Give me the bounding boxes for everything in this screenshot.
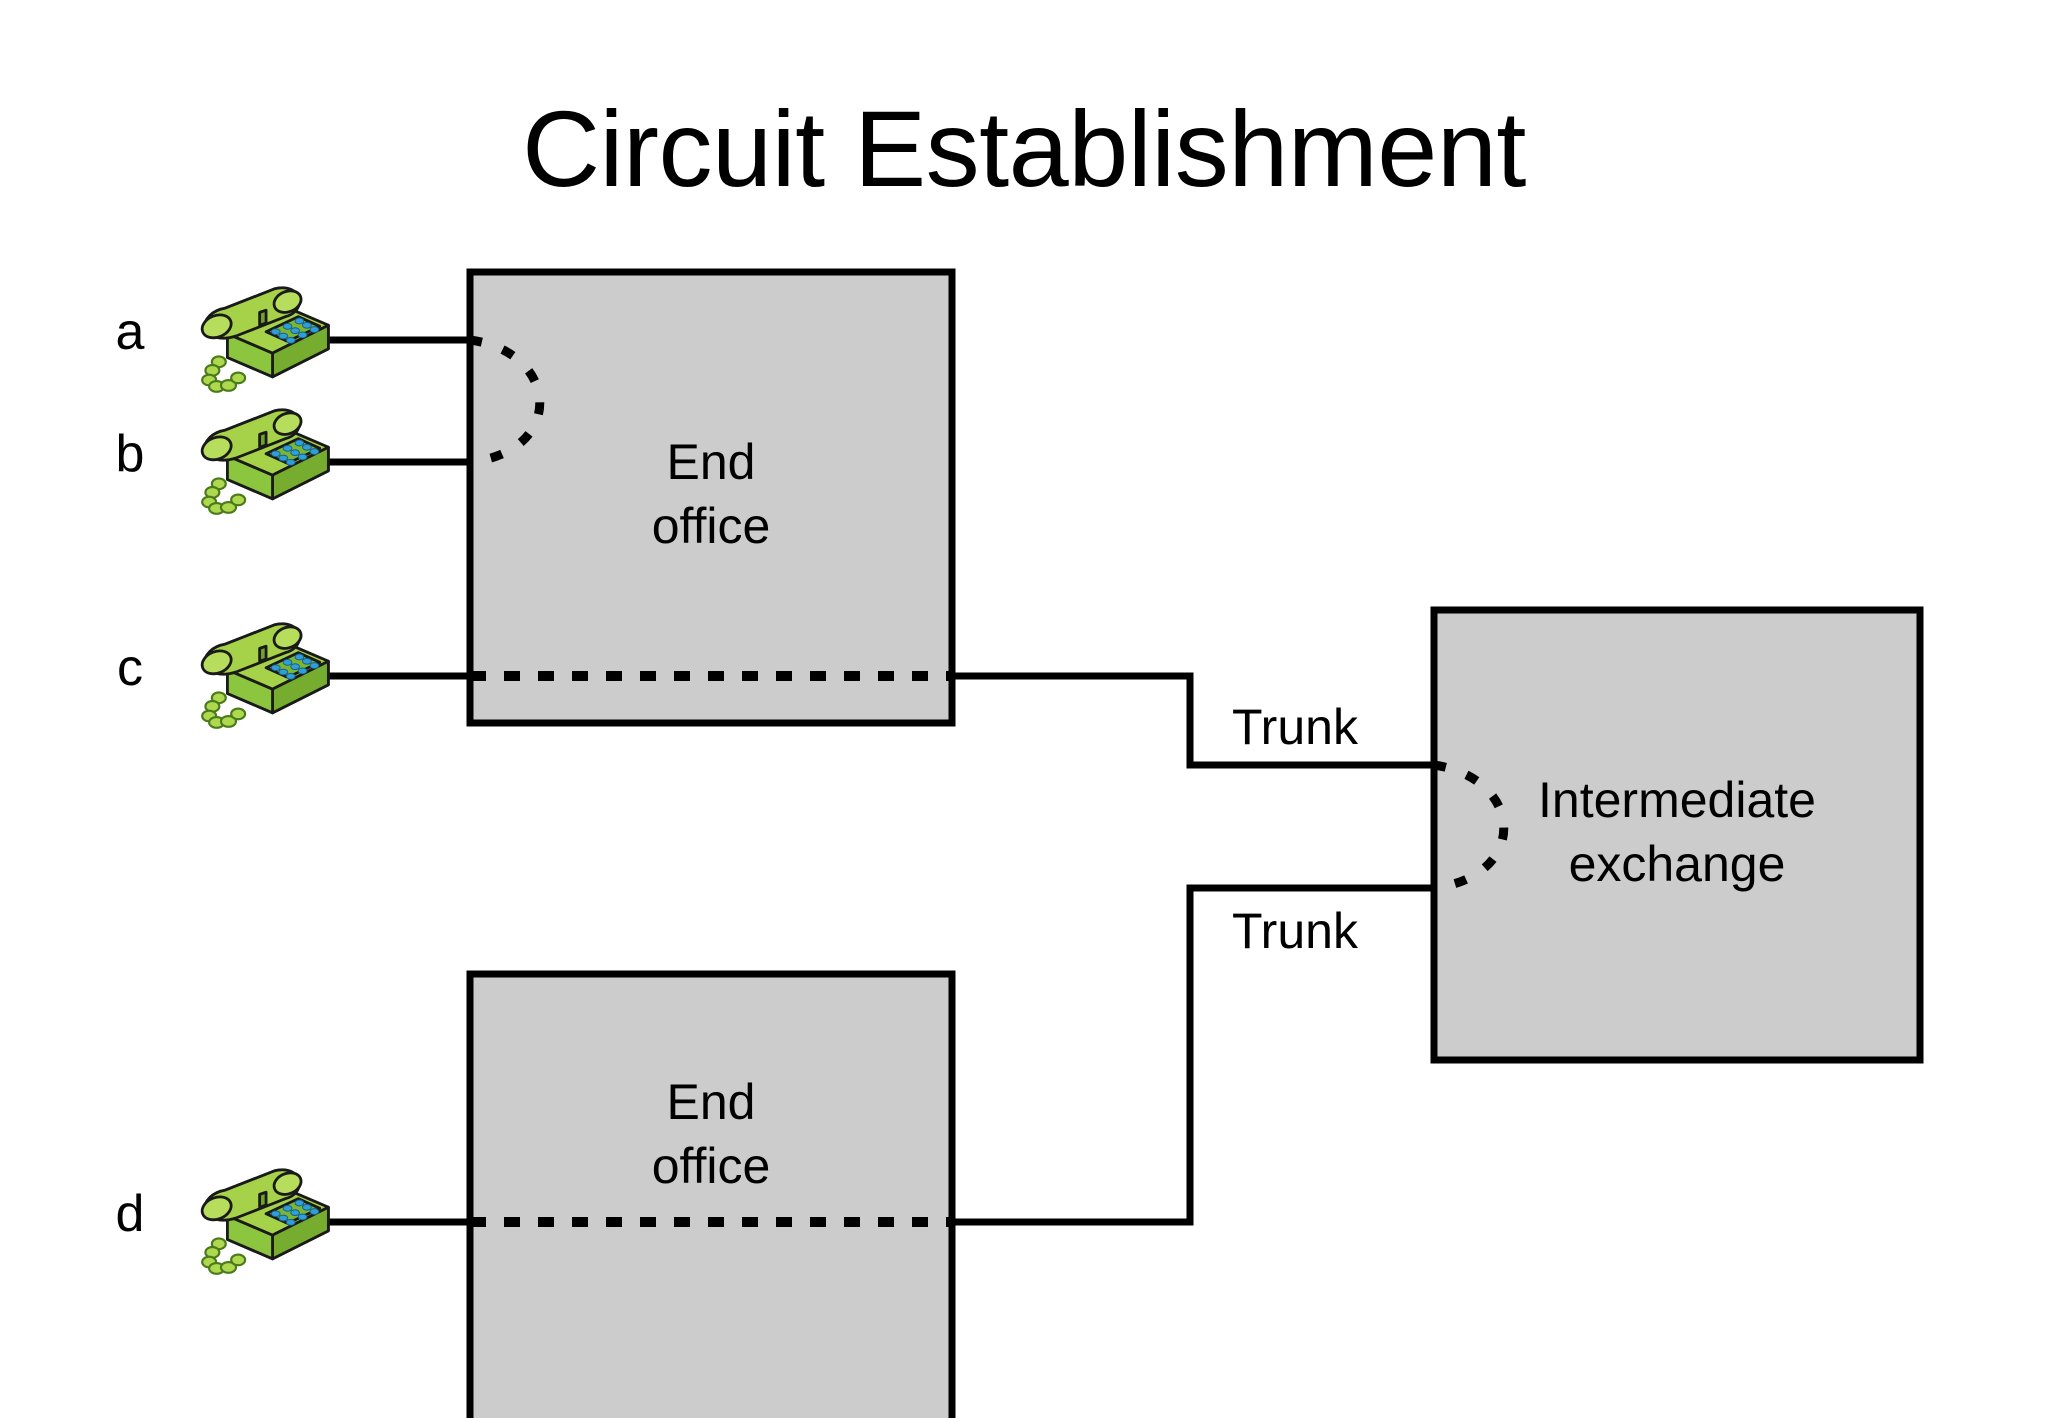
intermediate-exchange-box xyxy=(1430,606,1924,1064)
trunk-upper-label: Trunk xyxy=(1232,699,1358,755)
end-office-top-box xyxy=(466,268,956,727)
telephone-icon-b xyxy=(197,407,330,516)
telephone-icon-c xyxy=(197,621,330,730)
trunk-lower-label: Trunk xyxy=(1232,903,1358,959)
page-title: Circuit Establishment xyxy=(522,88,1526,209)
trunk-lower-path xyxy=(948,884,1438,1226)
endpoint-label-a: a xyxy=(115,303,145,361)
end-office-bottom-box xyxy=(466,970,956,1418)
endpoint-label-c: c xyxy=(117,639,143,697)
switch-arc-trunks xyxy=(1433,760,1509,893)
endpoint-label-d: d xyxy=(115,1185,145,1243)
trunk-upper-path xyxy=(948,672,1438,769)
endpoint-label-b: b xyxy=(115,425,145,483)
telephone-icon-d xyxy=(197,1167,330,1276)
telephone-icon-a xyxy=(197,285,330,394)
switch-arc-a-b xyxy=(469,335,545,467)
